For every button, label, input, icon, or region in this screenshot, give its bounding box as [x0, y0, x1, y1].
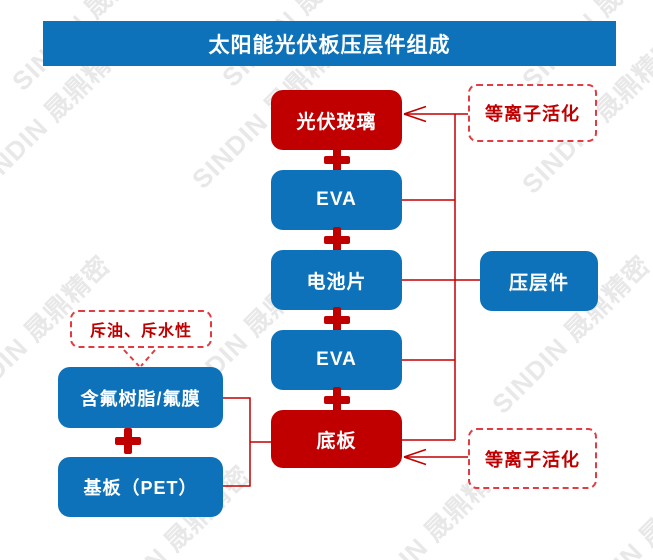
stack-box-eva-bottom: EVA — [271, 330, 402, 390]
plus-icon — [324, 387, 350, 413]
stack-box-backsheet: 底板 — [271, 410, 402, 468]
stack-box-pv-glass: 光伏玻璃 — [271, 90, 402, 150]
pet-substrate-box: 基板（PET） — [58, 457, 223, 517]
stack-box-cell: 电池片 — [271, 250, 402, 310]
plasma-activation-callout-bottom: 等离子活化 — [468, 428, 597, 489]
page-title: 太阳能光伏板压层件组成 — [43, 21, 616, 66]
stack-box-eva-top: EVA — [271, 170, 402, 230]
plus-icon — [324, 147, 350, 173]
laminate-box: 压层件 — [480, 251, 598, 311]
plasma-activation-callout-top: 等离子活化 — [468, 84, 597, 142]
repellency-callout: 斥油、斥水性 — [70, 310, 212, 348]
fluoro-film-box: 含氟树脂/氟膜 — [58, 367, 223, 428]
plus-icon — [324, 307, 350, 333]
plus-icon — [115, 428, 141, 454]
plus-icon — [324, 227, 350, 253]
